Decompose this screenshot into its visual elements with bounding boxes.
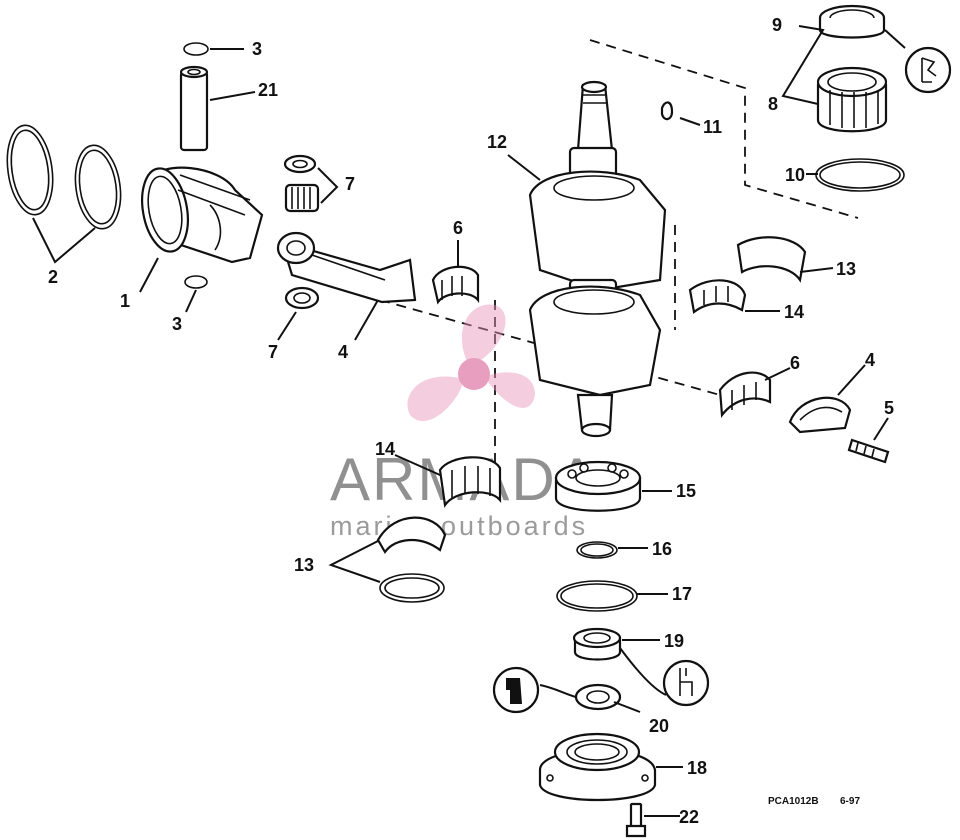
callout-13-right: 13 — [836, 259, 856, 279]
lower-bearing-housing — [538, 732, 657, 802]
callout-7-top: 7 — [345, 174, 355, 194]
watermark-tagline: marine outboards — [330, 511, 588, 541]
callout-21: 21 — [258, 80, 278, 100]
callout-3-top: 3 — [252, 39, 262, 59]
leader-lines — [32, 25, 906, 817]
oil-seals — [572, 627, 622, 711]
callout-12: 12 — [487, 132, 507, 152]
callout-4-left: 4 — [338, 342, 348, 362]
piston-rings — [6, 124, 122, 230]
callout-18: 18 — [687, 758, 707, 778]
housing-screw — [625, 802, 647, 838]
callout-2: 2 — [48, 267, 58, 287]
upper-bearing-group — [815, 4, 905, 192]
rod-cap-screw — [847, 438, 890, 464]
callout-5: 5 — [884, 398, 894, 418]
callout-10: 10 — [785, 165, 805, 185]
wrist-pin-bearing-set — [283, 154, 320, 310]
wrist-pin — [179, 65, 209, 152]
callout-13-left: 13 — [294, 555, 314, 575]
piston — [141, 166, 264, 264]
callout-9: 9 — [772, 15, 782, 35]
rod-bearing-cages — [431, 265, 772, 418]
callout-20: 20 — [649, 716, 669, 736]
ball-bearing — [554, 460, 642, 512]
grease-icon-left — [492, 666, 540, 714]
callout-15: 15 — [676, 481, 696, 501]
bearing-retaining-rings — [556, 541, 638, 612]
callout-19: 19 — [664, 631, 684, 651]
upper-bearing-halves — [688, 236, 807, 314]
figure-date: 6-97 — [840, 796, 860, 807]
connecting-rod — [276, 231, 852, 434]
retaining-clips — [183, 42, 209, 289]
grease-icon-top-right — [904, 46, 952, 94]
grease-icon-right — [662, 659, 710, 707]
callout-11: 11 — [703, 117, 722, 137]
callout-4-right: 4 — [865, 350, 875, 370]
callout-22: 22 — [679, 807, 699, 827]
callout-14-right: 14 — [784, 302, 804, 322]
woodruff-key — [660, 101, 674, 121]
callout-1: 1 — [120, 291, 130, 311]
callout-7-bottom: 7 — [268, 342, 278, 362]
figure-footer: PCA1012B 6-97 — [768, 796, 860, 807]
crankshaft — [528, 80, 667, 438]
callout-14-left: 14 — [375, 439, 395, 459]
callout-labels: 1 2 3 3 4 4 5 6 6 7 7 8 9 10 11 12 13 13… — [48, 15, 894, 827]
callout-6-left: 6 — [453, 218, 463, 238]
callout-3-bottom: 3 — [172, 314, 182, 334]
lower-bearing-halves — [376, 456, 502, 603]
callout-17: 17 — [672, 584, 692, 604]
callout-6-right: 6 — [790, 353, 800, 373]
callout-8: 8 — [768, 94, 778, 114]
figure-code: PCA1012B — [768, 796, 819, 807]
callout-16: 16 — [652, 539, 672, 559]
propeller-logo — [407, 304, 535, 422]
